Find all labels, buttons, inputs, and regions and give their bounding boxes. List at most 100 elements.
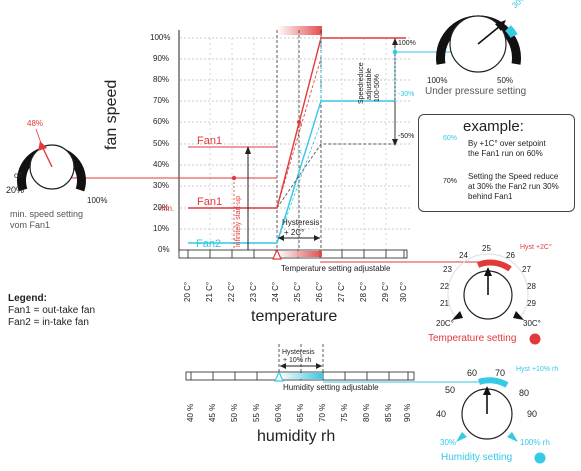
x-tick-24: 24 C° xyxy=(271,281,280,302)
hum-knob-max: 100% rh xyxy=(520,438,550,447)
temp-knob-caption: Temperature setting xyxy=(428,333,517,344)
min-knob-pointer-head xyxy=(38,141,47,151)
temperature-knob[interactable] xyxy=(447,253,541,345)
example-box: example: 60% By +1C° over setpoint the F… xyxy=(418,114,575,212)
humidity-band xyxy=(279,373,323,379)
hum-knob-tick-50: 50 xyxy=(445,385,456,395)
pressure-knob-pointer xyxy=(477,25,501,45)
hysteresis-rh-label: Hysteresis xyxy=(282,349,315,356)
y-tick-60: 60% xyxy=(153,117,170,126)
rh-tick-50: 50 % xyxy=(230,403,239,422)
temp-knob-tick-26: 26 xyxy=(506,251,515,260)
example-title: example: xyxy=(463,118,524,135)
pct-50-label: -50% xyxy=(398,133,415,140)
hum-knob-tick-90: 90 xyxy=(527,409,538,419)
x-tick-25: 25 C° xyxy=(293,281,302,302)
legend-title: Legend xyxy=(8,293,44,304)
example-text1a: By +1C° over setpoint xyxy=(468,139,546,148)
min-knob-pointer xyxy=(41,145,53,168)
humidity-hyst-arrow-l xyxy=(280,363,286,369)
rh-tick-45: 45 % xyxy=(208,403,217,422)
humidity-knob-cyan-arc xyxy=(478,377,509,388)
humidity-knob-min-wedge xyxy=(456,432,467,442)
hum-knob-tick-80: 80 xyxy=(519,388,530,398)
fan2-dashed xyxy=(276,121,322,244)
hysteresis-temp-value: + 2C° xyxy=(284,228,305,237)
y-tick-80: 80% xyxy=(153,75,170,84)
speedreduce-range: 100-50% xyxy=(374,73,381,102)
x-tick-22: 22 C° xyxy=(227,281,236,302)
temp-knob-tick-22: 22 xyxy=(440,282,449,291)
temp-knob-tick-21: 21 xyxy=(440,299,449,308)
infinitely-startup-label: infinitely start-up xyxy=(235,196,242,247)
rh-tick-60: 60 % xyxy=(274,403,283,422)
hum-knob-tick-70: 70 xyxy=(495,368,506,378)
temp-knob-max: 30C° xyxy=(523,319,541,328)
speedreduce-arrow-top xyxy=(392,38,398,45)
pct-100-label: 100% xyxy=(398,40,416,47)
legend: Legend: Fan1 = out-take fan Fan2 = in-ta… xyxy=(8,293,96,328)
humidity-setting-adjustable-label: Humidity setting adjustable xyxy=(283,383,379,392)
pressure-knob-caption: Under pressure setting xyxy=(425,86,527,97)
hysteresis-temp-label: Hysteresis xyxy=(282,218,320,227)
min-knob-value: 48% xyxy=(27,119,44,128)
example-text2a: Setting the Speed reduce xyxy=(468,172,559,181)
temp-knob-min: 20C° xyxy=(436,319,454,328)
temp-knob-tick-23: 23 xyxy=(443,265,452,274)
min-knob-off-label: off xyxy=(14,171,23,180)
y-tick-50: 50% xyxy=(153,139,170,148)
hysteresis-arrow-l xyxy=(278,235,284,241)
min-speed-knob[interactable] xyxy=(17,128,86,192)
speedreduce-arrow-bottom xyxy=(392,139,398,146)
rh-tick-40: 40 % xyxy=(186,403,195,422)
rh-tick-70: 70 % xyxy=(318,403,327,422)
temp-knob-tick-29: 29 xyxy=(527,299,536,308)
temp-setpoint-marker xyxy=(272,248,282,260)
x-axis-title: temperature xyxy=(251,308,338,325)
y-tick-40: 40% xyxy=(153,160,170,169)
humidity-hyst-arrow-r xyxy=(316,363,322,369)
y-tick-0: 0% xyxy=(158,245,170,254)
min-knob-caption2: vom Fan1 xyxy=(10,220,51,230)
fan2-label: Fan2 xyxy=(196,238,222,250)
temp-knob-min-wedge xyxy=(452,311,463,320)
legend-line2: Fan2 = in-take fan xyxy=(8,317,89,328)
fan1-upper-label: Fan1 xyxy=(197,135,223,147)
humidity-setpoint-marker xyxy=(274,370,284,382)
y-min-label: min. xyxy=(159,204,175,213)
y-tick-70: 70% xyxy=(153,96,170,105)
fan1-dashed-100 xyxy=(276,57,322,209)
rh-tick-65: 65 % xyxy=(296,403,305,422)
temp-knob-red-arc xyxy=(476,259,512,272)
min-knob-value-line xyxy=(35,128,43,147)
humidity-axis-title: humidity rh xyxy=(257,428,336,445)
temp-setting-dot xyxy=(529,333,541,345)
temp-knob-tick-27: 27 xyxy=(522,265,531,274)
x-tick-23: 23 C° xyxy=(249,281,258,302)
x-tick-26: 26 C° xyxy=(315,281,324,302)
speedreduce-adjustable: adjustable xyxy=(366,68,373,100)
pressure-knob-pointer-head xyxy=(495,20,506,31)
x-tick-20: 20 C° xyxy=(183,281,192,302)
temp-setting-adjustable-label: Temperature setting adjustable xyxy=(281,264,391,273)
min-knob-left-label: 20% xyxy=(6,185,25,195)
humidity-knob[interactable] xyxy=(456,377,546,464)
rh-tick-55: 55 % xyxy=(252,403,261,422)
pressure-knob[interactable] xyxy=(436,15,521,73)
fan1-reduced-curve xyxy=(276,143,395,209)
hysteresis-rh-value: + 10% rh xyxy=(283,357,312,364)
hum-knob-tick-60: 60 xyxy=(467,368,478,378)
pressure-knob-left: 100% xyxy=(427,76,448,85)
fan2-cross: × xyxy=(297,147,302,157)
y-tick-100: 100% xyxy=(150,33,171,42)
y-tick-30: 30% xyxy=(153,181,170,190)
temp-knob-tick-24: 24 xyxy=(459,251,468,260)
example-text2c: behind Fan1 xyxy=(468,192,513,201)
example-text2b: at 30% the Fan2 run 30% xyxy=(468,182,559,191)
rh-tick-90: 90 % xyxy=(403,403,412,422)
x-tick-21: 21 C° xyxy=(205,281,214,302)
speedreduce-label: Speedreduce xyxy=(358,62,365,104)
x-tick-29: 29 C° xyxy=(381,281,390,302)
